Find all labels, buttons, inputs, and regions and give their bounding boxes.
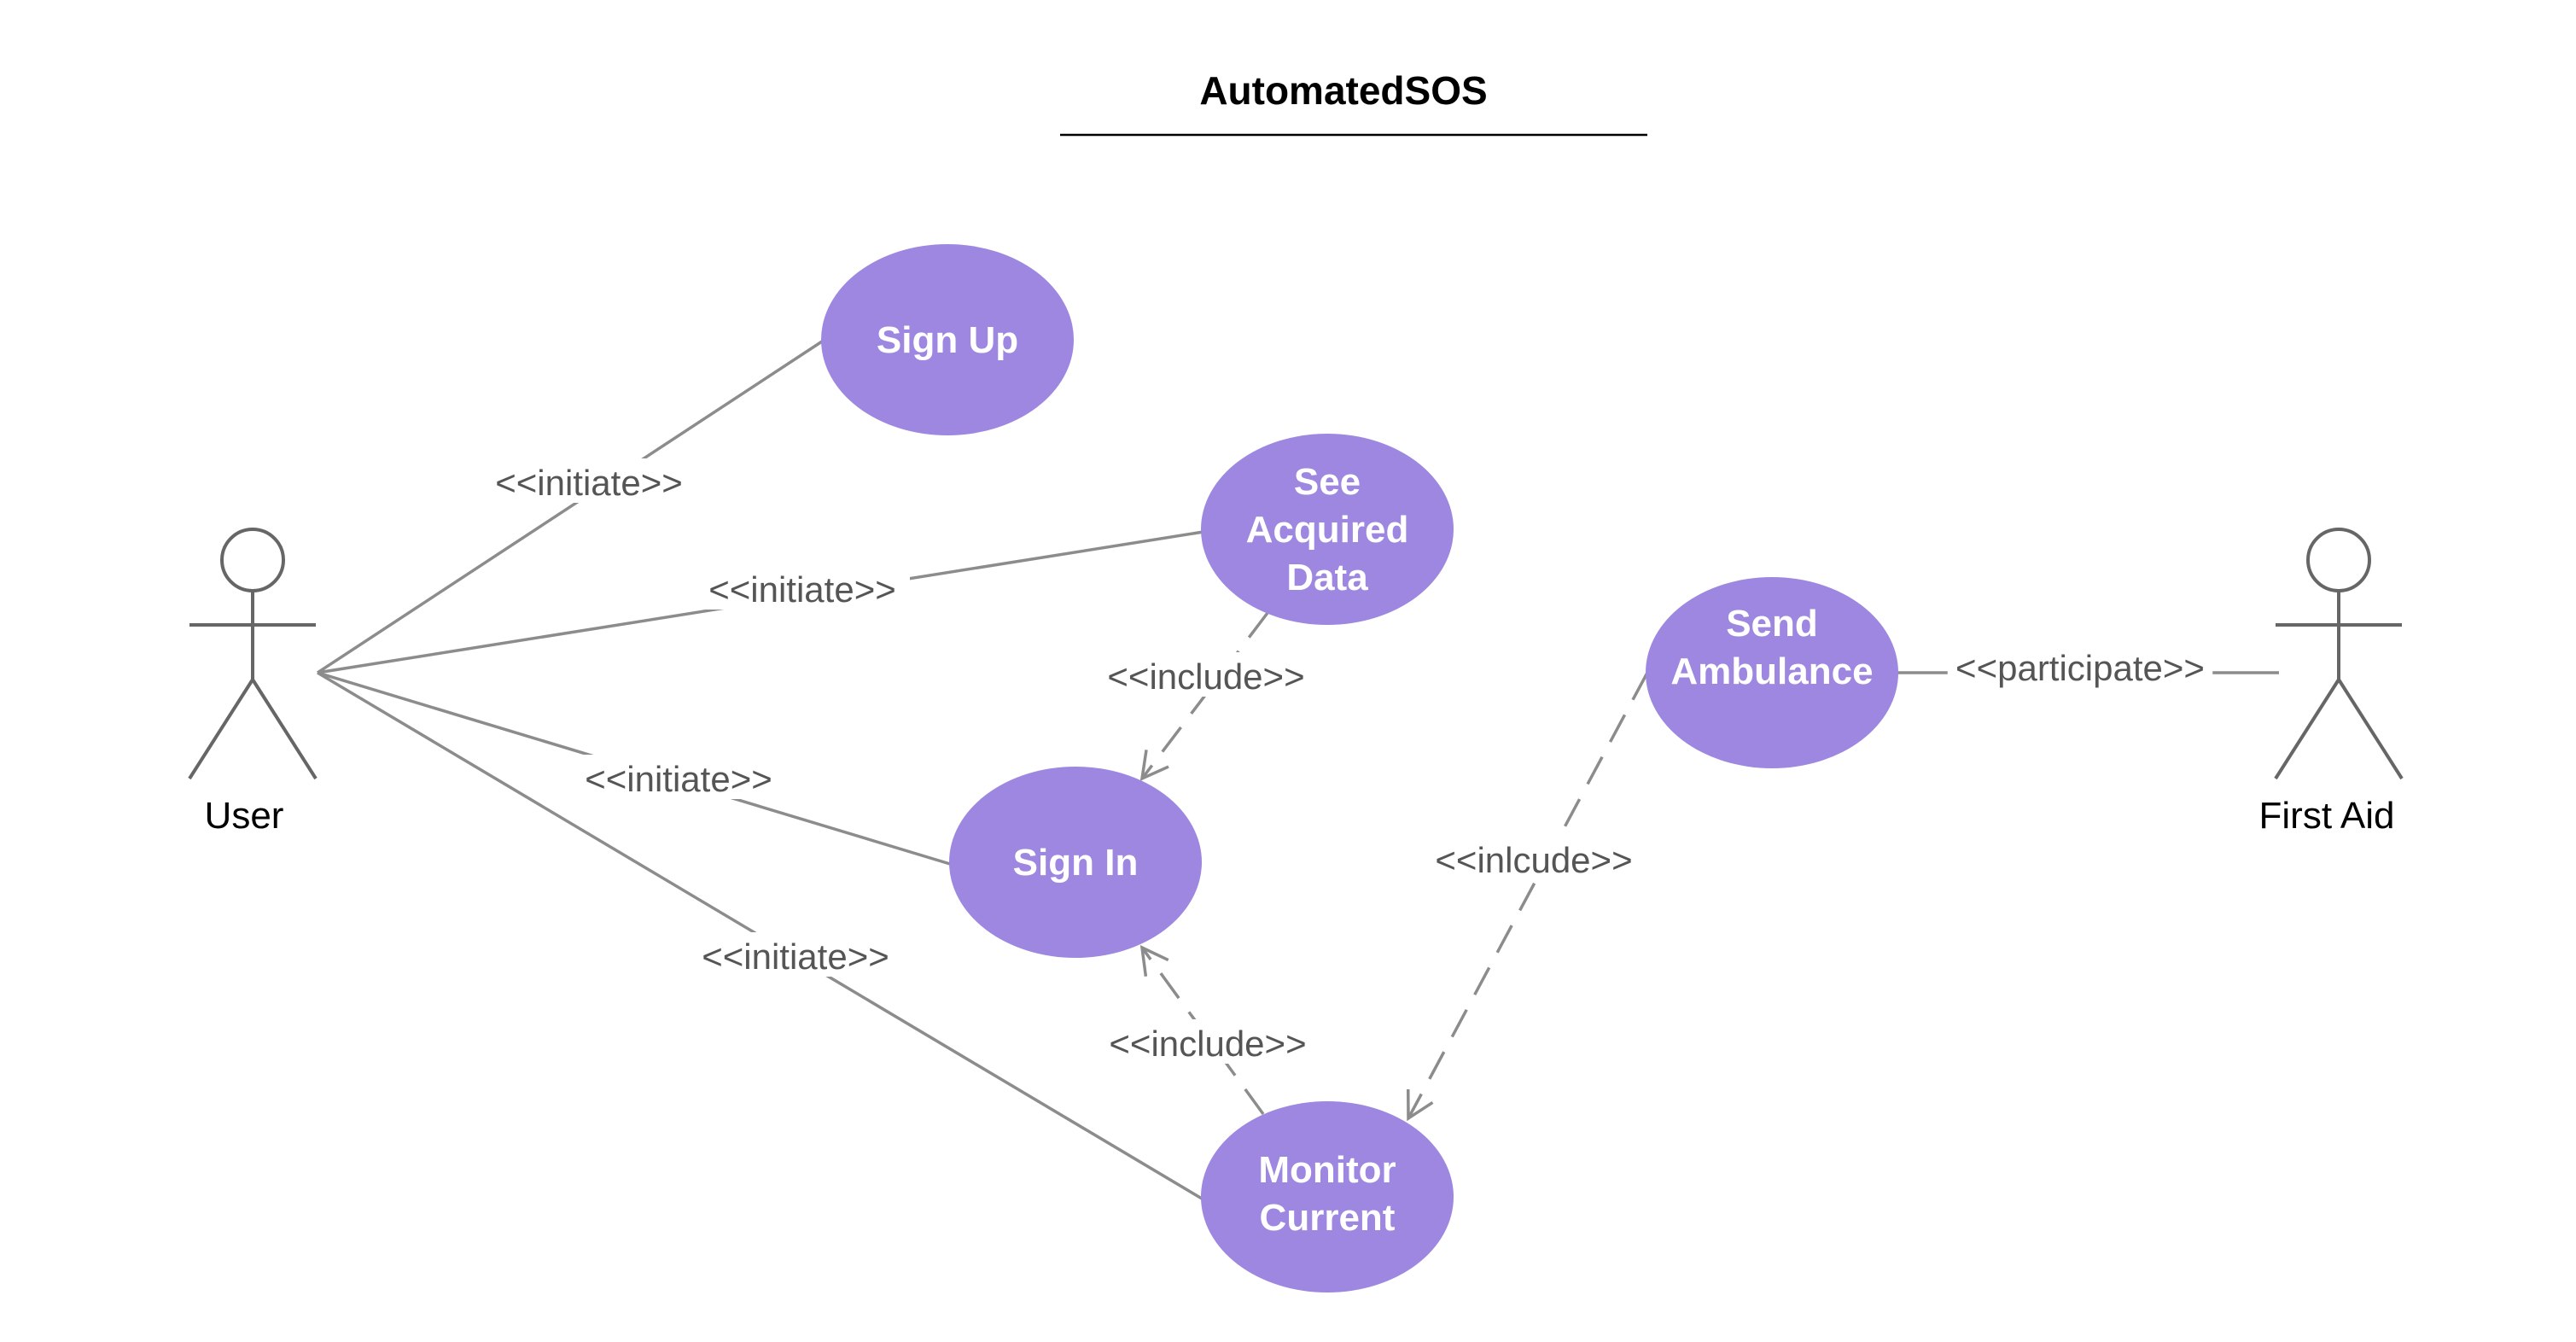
relationship-ambulance-include-monitor[interactable]: <<inlcude>> bbox=[1406, 672, 1649, 1122]
relationship-label-group: <<include>> bbox=[1106, 652, 1306, 697]
use-case-sign-up[interactable]: Sign Up bbox=[821, 244, 1074, 435]
relationship-label: <<initiate>> bbox=[708, 569, 896, 610]
stick-figure-icon bbox=[188, 528, 318, 780]
relationship-label: <<initiate>> bbox=[495, 463, 683, 503]
relationship-label-group: <<inlcude>> bbox=[1434, 836, 1634, 880]
actor-right-leg bbox=[2337, 678, 2404, 780]
relationship-label: <<participate>> bbox=[1955, 648, 2205, 688]
label-background bbox=[1106, 652, 1306, 697]
actor-head bbox=[2306, 528, 2371, 592]
relationship-label-group: <<initiate>> bbox=[695, 565, 910, 610]
use-case-label: Send bbox=[1726, 603, 1818, 645]
label-background bbox=[695, 565, 910, 610]
use-case-ellipse bbox=[949, 767, 1202, 958]
relationship-line bbox=[1407, 672, 1649, 1119]
relationship-see-data-include-sign-in[interactable]: <<include>> bbox=[1106, 611, 1306, 781]
diagram-title-group: AutomatedSOS bbox=[1060, 68, 1647, 137]
use-case-ellipse bbox=[1201, 434, 1454, 625]
stick-figure-icon bbox=[2274, 528, 2404, 780]
actor-head bbox=[220, 528, 285, 592]
relationship-monitor-include-sign-in[interactable]: <<include>> bbox=[1108, 945, 1308, 1116]
diagram-title: AutomatedSOS bbox=[1199, 68, 1487, 113]
open-arrowhead-icon bbox=[1406, 1088, 1434, 1122]
label-background bbox=[1434, 836, 1634, 880]
open-arrowhead-icon bbox=[1139, 750, 1169, 781]
label-background bbox=[688, 932, 903, 977]
relationship-label: <<initiate>> bbox=[702, 936, 889, 977]
use-case-ellipse bbox=[1646, 577, 1898, 768]
actor-label: User bbox=[205, 795, 284, 837]
actor-left-leg bbox=[2274, 678, 2340, 780]
relationship-label: <<include>> bbox=[1107, 656, 1304, 697]
use-case-label: Data bbox=[1286, 557, 1368, 598]
actor-user[interactable]: User bbox=[188, 528, 318, 837]
relationship-user-see-data[interactable]: <<initiate>> bbox=[317, 530, 1204, 674]
label-background bbox=[481, 458, 696, 503]
relationship-user-sign-in[interactable]: <<initiate>> bbox=[317, 671, 951, 866]
use-case-label: Sign Up bbox=[877, 319, 1018, 361]
actors-layer: User First Aid bbox=[188, 528, 2404, 837]
use-case-label: See bbox=[1294, 461, 1361, 503]
actor-first-aid[interactable]: First Aid bbox=[2259, 528, 2404, 837]
relationship-user-sign-up[interactable]: <<initiate>> bbox=[317, 340, 823, 674]
relationship-label: <<include>> bbox=[1109, 1024, 1306, 1064]
relationship-line bbox=[317, 340, 823, 674]
relationship-label-group: <<initiate>> bbox=[571, 755, 786, 799]
relationship-label-group: <<initiate>> bbox=[688, 932, 903, 977]
relationship-label-group: <<include>> bbox=[1108, 1019, 1308, 1064]
use-case-label: Monitor bbox=[1258, 1149, 1396, 1191]
relationship-label: <<inlcude>> bbox=[1435, 840, 1632, 880]
label-background bbox=[1947, 644, 2213, 688]
use-case-label: Ambulance bbox=[1670, 651, 1873, 692]
use-case-sign-in[interactable]: Sign In bbox=[949, 767, 1202, 958]
use-case-label: Acquired bbox=[1246, 509, 1409, 551]
relationship-label-group: <<participate>> bbox=[1947, 644, 2213, 688]
relationship-label: <<initiate>> bbox=[585, 759, 772, 799]
relationship-ambulance-participate-first-aid[interactable]: <<participate>> bbox=[1897, 644, 2279, 688]
use-case-ellipse bbox=[1201, 1101, 1454, 1292]
label-background bbox=[571, 755, 786, 799]
relationship-label-group: <<initiate>> bbox=[481, 458, 696, 503]
open-arrowhead-icon bbox=[1139, 945, 1169, 977]
use-case-ellipse bbox=[821, 244, 1074, 435]
use-case-label: Current bbox=[1260, 1197, 1396, 1239]
actor-label: First Aid bbox=[2259, 795, 2395, 837]
relationship-user-monitor[interactable]: <<initiate>> bbox=[317, 671, 1203, 1200]
use-case-label: Sign In bbox=[1013, 842, 1139, 884]
actor-left-leg bbox=[188, 678, 254, 780]
label-background bbox=[1108, 1019, 1308, 1064]
actor-right-leg bbox=[251, 678, 318, 780]
relationships-layer: <<initiate>> <<initiate>> <<initiate>> <<in… bbox=[317, 340, 2279, 1200]
